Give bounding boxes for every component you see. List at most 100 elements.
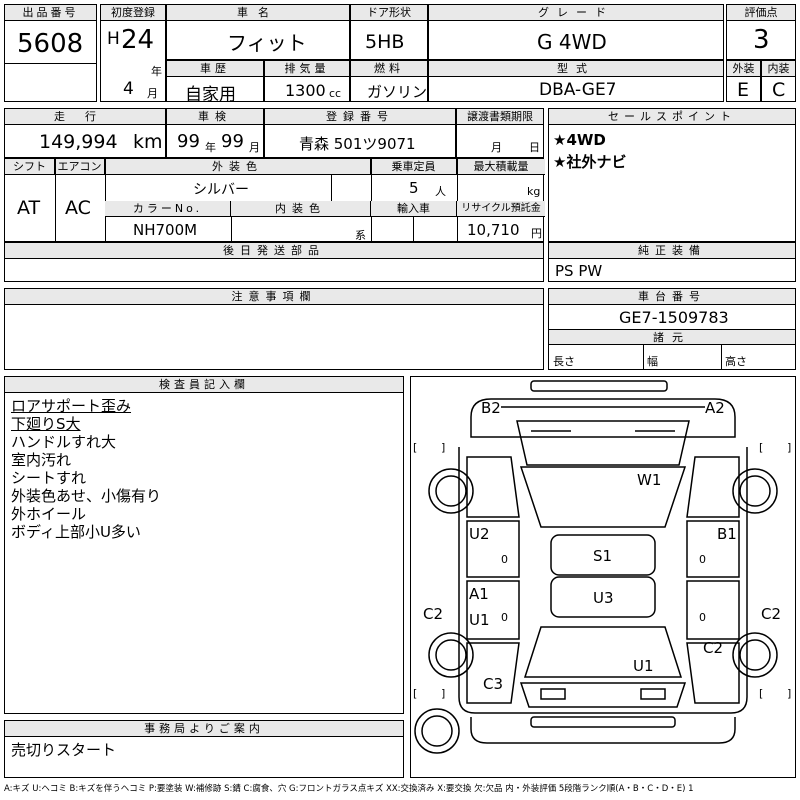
damage-mark: C3	[483, 675, 504, 693]
era: H	[107, 29, 120, 49]
transfer-day: 日	[529, 141, 540, 154]
color-number-label: カラーNo.	[105, 201, 231, 217]
sales-point-box: セールスポイント ★4WD ★社外ナビ	[548, 108, 796, 242]
damage-mark: C2	[703, 639, 724, 657]
displacement: 1300	[285, 81, 326, 100]
door-type: 5HB	[365, 31, 405, 53]
seats-label: 乗車定員	[371, 159, 457, 175]
damage-mark: U2	[469, 525, 490, 543]
plate-label: 登録番号	[265, 109, 455, 125]
note-line: 外ホイール	[11, 505, 87, 523]
reg-year: 24	[121, 25, 155, 55]
score-label: 評価点	[727, 5, 795, 21]
later-parts-label: 後日発送部品	[5, 243, 543, 259]
history: 自家用	[185, 85, 236, 105]
reg-month-unit: 月	[147, 87, 158, 100]
interior-label: 内装	[762, 61, 795, 77]
legend: A:キズ U:ヘコミ B:キズを伴うヘコミ P:要塗装 W:補修跡 S:錆 C:…	[4, 784, 694, 794]
interior-grade-box: 内装 C	[761, 60, 796, 102]
fuel: ガソリン	[367, 83, 428, 101]
damage-mark: B1	[717, 525, 737, 543]
note-line: 外装色あせ、小傷有り	[11, 487, 162, 505]
damage-mark: B2	[481, 399, 501, 417]
mileage-box: 走行 149,994 km	[4, 108, 166, 158]
load-unit: kg	[527, 185, 541, 198]
transfer-box: 譲渡書類期限 月 日	[456, 108, 544, 158]
dims-height: 高さ	[725, 355, 747, 368]
damage-mark: S1	[593, 547, 613, 565]
lot-number: 5608	[17, 29, 84, 59]
damage-mark: A2	[705, 399, 725, 417]
transfer-month: 月	[491, 141, 502, 154]
first-registration-label: 初度登録	[101, 5, 165, 21]
interior-color-unit: 系	[355, 229, 366, 242]
inspection-year-unit: 年	[205, 141, 216, 154]
damage-mark: U1	[469, 611, 490, 629]
interior-color-label: 内装色	[231, 201, 371, 217]
score: 3	[753, 25, 770, 55]
transfer-label: 譲渡書類期限	[457, 109, 543, 125]
load-label: 最大積載量	[457, 159, 545, 175]
score-box: 評価点 3	[726, 4, 796, 60]
inspection-month-unit: 月	[249, 141, 260, 154]
lot-number-box: 出品番号 5608	[4, 4, 97, 102]
fuel-box: 燃料 ガソリン	[350, 60, 428, 102]
plate: 青森 501ツ9071	[299, 135, 416, 153]
damage-mark: U1	[633, 657, 654, 675]
inspection-month: 99	[221, 131, 244, 152]
door-box: ドア形状 5HB	[350, 4, 428, 60]
office-label: 事務局よりご案内	[5, 721, 403, 737]
car-name: フィット	[227, 31, 307, 55]
genuine-equipment-label: 純正装備	[549, 243, 795, 259]
bracket: [	[759, 687, 764, 700]
exterior-label: 外装	[727, 61, 760, 77]
inspection-box: 車検 99 年 99 月	[166, 108, 264, 158]
damage-mark: U3	[593, 589, 614, 607]
fuel-label: 燃料	[351, 61, 427, 77]
door-handle-mark: 0	[699, 553, 706, 566]
spec-grid: シフト エアコン 外装色 乗車定員 最大積載量 カラーNo. 内装色 輸入車 リ…	[4, 158, 545, 242]
mileage: 149,994	[39, 131, 118, 153]
color: シルバー	[193, 182, 249, 198]
lot-number-label: 出品番号	[5, 5, 96, 21]
seats-unit: 人	[435, 185, 446, 198]
dims-width: 幅	[647, 355, 658, 368]
mileage-unit: km	[133, 131, 163, 153]
bracket: ]	[787, 687, 792, 700]
history-label: 車歴	[167, 61, 263, 77]
sales-point-1: ★4WD	[553, 131, 606, 149]
color-label: 外装色	[105, 159, 371, 175]
seats: 5	[409, 179, 419, 197]
ac-label: エアコン	[55, 159, 105, 175]
displacement-unit: cc	[329, 87, 342, 100]
bracket: ]	[441, 441, 446, 454]
reg-year-unit: 年	[151, 65, 162, 78]
genuine-equipment: PS PW	[555, 262, 603, 280]
damage-mark: A1	[469, 585, 489, 603]
bracket: ]	[787, 441, 792, 454]
plate-box: 登録番号 青森 501ツ9071	[264, 108, 456, 158]
note-line: 下廻りS大	[11, 415, 81, 433]
mileage-label: 走行	[5, 109, 165, 125]
shift-label: シフト	[5, 159, 55, 175]
damage-mark: C2	[761, 605, 782, 623]
note-line: ボディ上部小U多い	[11, 523, 141, 541]
import-label: 輸入車	[371, 201, 457, 217]
car-outline-diagram	[414, 380, 778, 754]
caution-label: 注意事項欄	[5, 289, 543, 305]
ac: AC	[65, 197, 91, 219]
inspector-notes: ロアサポート歪み 下廻りS大 ハンドルすれ大 室内汚れ シートすれ 外装色あせ、…	[11, 397, 161, 541]
displacement-label: 排気量	[265, 61, 349, 77]
door-label: ドア形状	[351, 5, 427, 21]
caution-box: 注意事項欄	[4, 288, 544, 370]
damage-mark: W1	[637, 471, 662, 489]
bracket: ]	[441, 687, 446, 700]
interior-grade: C	[772, 79, 786, 101]
chassis-number: GE7-1509783	[619, 308, 729, 327]
door-handle-mark: 0	[501, 611, 508, 624]
note-line: 室内汚れ	[11, 451, 72, 469]
inspector-box: 検査員記入欄 ロアサポート歪み 下廻りS大 ハンドルすれ大 室内汚れ シートすれ…	[4, 376, 404, 714]
sales-point-2: ★社外ナビ	[553, 153, 627, 171]
inspection-label: 車検	[167, 109, 263, 125]
grade: G 4WD	[537, 30, 607, 54]
